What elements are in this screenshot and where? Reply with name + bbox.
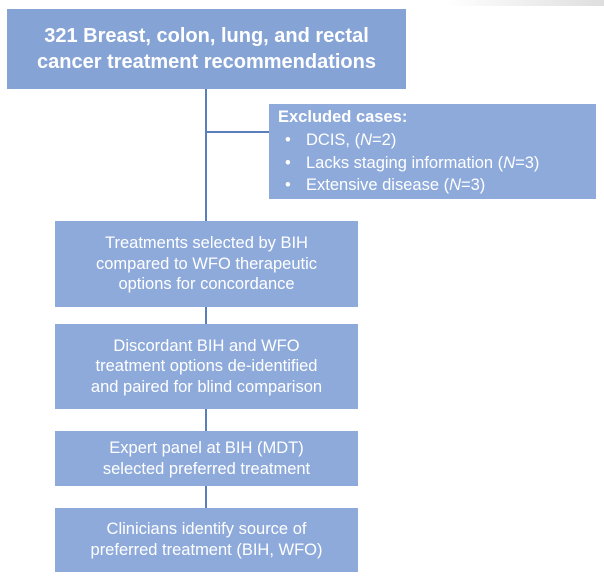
step-3-line-1: Expert panel at BIH (MDT) (109, 438, 304, 457)
top-box-line-1: 321 Breast, colon, lung, and rectal (44, 25, 369, 47)
step-4-line-1: Clinicians identify source of (106, 520, 307, 539)
excluded-item-staging: Lacks staging information (N=3) (278, 152, 539, 175)
step-2-line-3: and paired for blind comparison (90, 377, 323, 396)
step-box-expert-panel: Expert panel at BIH (MDT) selected prefe… (55, 431, 358, 486)
excluded-item-dcis-n-value: =2) (372, 130, 397, 149)
excluded-item-dcis: DCIS, (N=2) (278, 129, 539, 152)
excluded-item-staging-n-value: =3) (515, 153, 540, 172)
excluded-item-staging-n-symbol: N (503, 153, 516, 172)
excluded-item-extensive: Extensive disease (N=3) (278, 174, 539, 197)
excluded-item-dcis-n-symbol: N (360, 130, 373, 149)
excluded-cases-box: Excluded cases: DCIS, (N=2) Lacks stagin… (269, 104, 596, 199)
excluded-item-staging-label: Lacks staging information ( (306, 153, 504, 172)
step-1-line-2: compared to WFO therapeutic (95, 254, 317, 273)
excluded-item-extensive-n-value: =3) (461, 176, 486, 195)
connector-main-vertical (205, 89, 207, 221)
step-box-concordance: Treatments selected by BIH compared to W… (55, 221, 358, 307)
excluded-cases-title: Excluded cases: (278, 107, 408, 126)
step-2-line-2: treatment options de-identified (95, 357, 318, 376)
connector-step1-to-step2 (205, 307, 207, 324)
step-box-clinicians-identify: Clinicians identify source of preferred … (55, 508, 358, 572)
step-1-line-1: Treatments selected by BIH (105, 234, 308, 253)
top-box-line-2: cancer treatment recommendations (36, 51, 376, 73)
step-3-line-2: selected preferred treatment (102, 459, 311, 478)
excluded-item-extensive-label: Extensive disease ( (306, 176, 450, 195)
top-box-case-count: 321 Breast, colon, lung, and rectal canc… (7, 9, 406, 89)
step-box-blind-comparison: Discordant BIH and WFO treatment options… (55, 324, 358, 409)
step-4-line-2: preferred treatment (BIH, WFO) (90, 541, 323, 559)
connector-to-excluded (206, 131, 269, 133)
excluded-item-dcis-label: DCIS, ( (306, 130, 361, 149)
screenshot-edge-artifact (447, 0, 604, 6)
excluded-item-extensive-n-symbol: N (449, 176, 461, 195)
connector-step2-to-step3 (205, 409, 207, 431)
step-2-line-1: Discordant BIH and WFO (113, 336, 300, 355)
excluded-cases-list: DCIS, (N=2) Lacks staging information (N… (278, 129, 539, 197)
connector-step3-to-step4 (205, 486, 207, 508)
step-1-line-3: options for concordance (118, 275, 295, 294)
